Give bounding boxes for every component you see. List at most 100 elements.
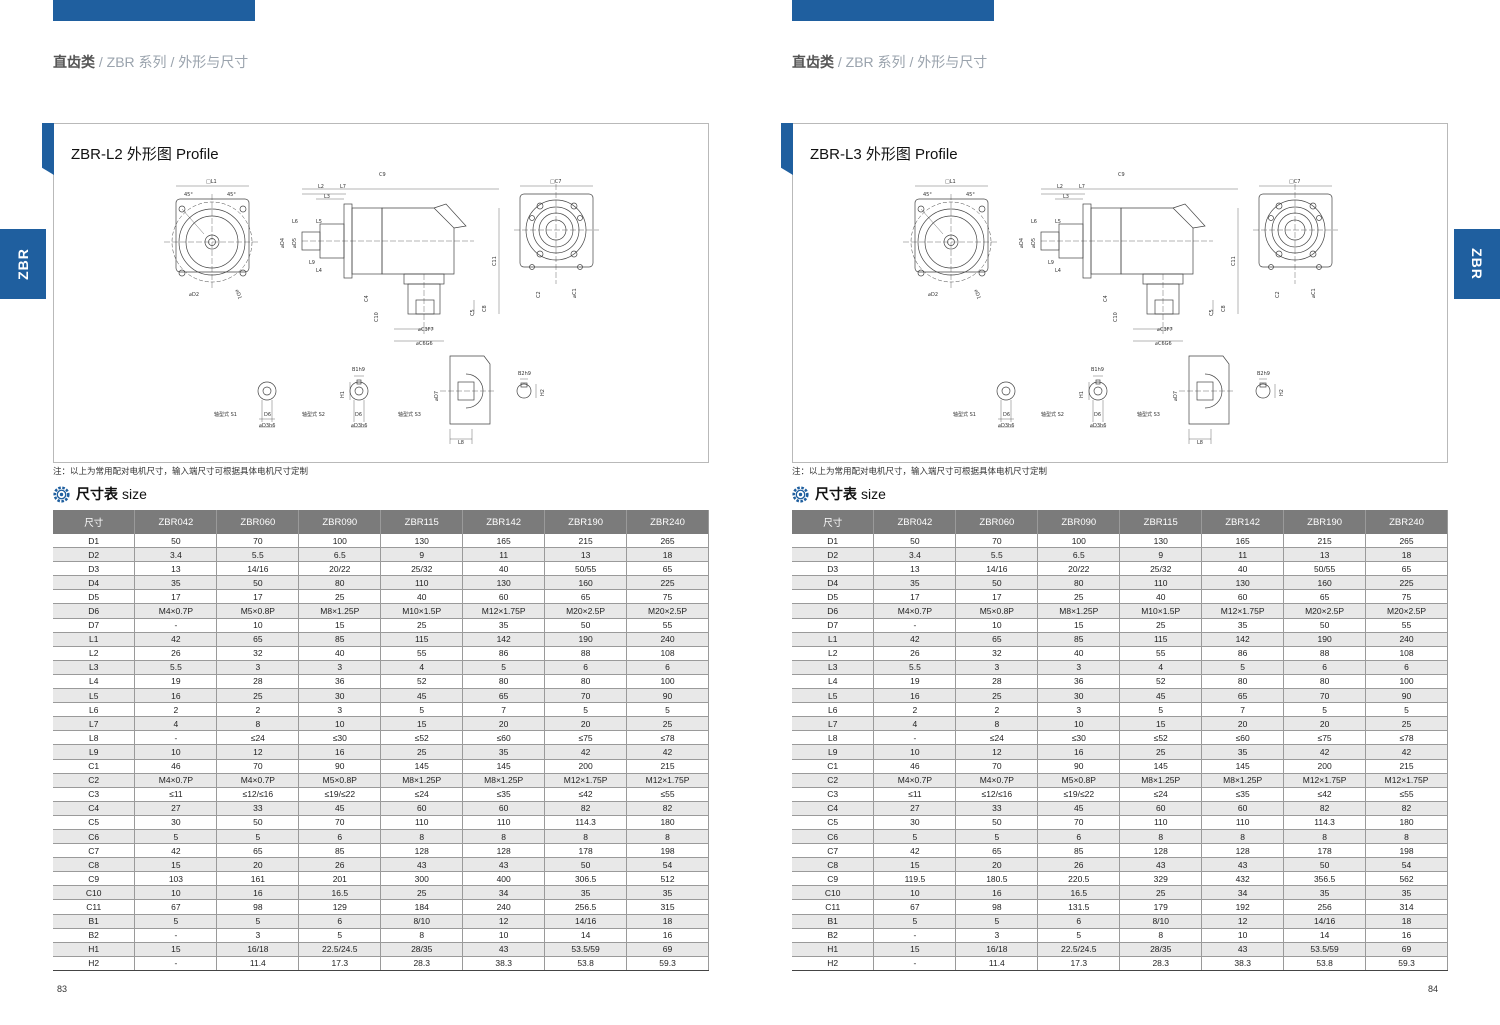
value-cell: 256 xyxy=(1283,899,1367,915)
value-cell: 9 xyxy=(380,547,464,563)
value-cell: 90 xyxy=(298,759,382,774)
value-cell: 215 xyxy=(1365,759,1448,774)
value-cell: 55 xyxy=(1119,646,1203,661)
value-cell: 22.5/24.5 xyxy=(1037,942,1121,957)
value-cell: 80 xyxy=(1037,575,1121,591)
value-cell: 60 xyxy=(462,589,546,605)
value-cell: 14 xyxy=(1283,928,1367,943)
label-d3-s1: ⌀D3h6 xyxy=(259,423,275,429)
value-cell: 70 xyxy=(298,815,382,830)
breadcrumb-series: ZBR 系列 xyxy=(845,54,906,70)
table-row: L8-≤24≤30≤52≤60≤75≤78 xyxy=(53,730,709,746)
value-cell: 14/16 xyxy=(1283,914,1367,929)
value-cell: 129 xyxy=(298,899,382,915)
row-label-cell: L8 xyxy=(53,730,136,746)
value-cell: 306.5 xyxy=(544,871,628,887)
value-cell: 180 xyxy=(1365,815,1448,830)
value-cell: 55 xyxy=(380,646,464,661)
value-cell: 18 xyxy=(1365,547,1448,563)
value-cell: 17 xyxy=(216,589,300,605)
value-cell: M5×0.8P xyxy=(298,773,382,788)
shaft-s1-view: 轴型式 S1 D6 ⌀D3h6 xyxy=(953,381,1016,429)
label-c5: C5 xyxy=(470,309,476,316)
value-cell: 42 xyxy=(873,632,957,647)
label-h1: H1 xyxy=(1079,391,1085,398)
label-l4: L4 xyxy=(316,268,322,274)
value-cell: 70 xyxy=(955,759,1039,774)
column-header: ZBR090 xyxy=(1037,510,1121,534)
value-cell: - xyxy=(134,956,218,971)
value-cell: 22.5/24.5 xyxy=(298,942,382,957)
value-cell: 85 xyxy=(1037,843,1121,859)
value-cell: 165 xyxy=(1201,534,1285,549)
value-cell: 16.5 xyxy=(1037,885,1121,901)
value-cell: 225 xyxy=(626,575,709,591)
value-cell: 300 xyxy=(380,871,464,887)
column-header: ZBR142 xyxy=(1201,510,1285,534)
value-cell: 26 xyxy=(1037,857,1121,873)
value-cell: 145 xyxy=(1201,759,1285,774)
side-tab: ZBR xyxy=(1454,229,1500,299)
value-cell: 38.3 xyxy=(462,956,546,971)
row-label-cell: L4 xyxy=(53,674,136,690)
row-label-cell: L3 xyxy=(53,660,136,675)
value-cell: 265 xyxy=(626,534,709,549)
value-cell: 28.3 xyxy=(380,956,464,971)
value-cell: M8×1.25P xyxy=(298,603,382,619)
value-cell: 65 xyxy=(1201,688,1285,704)
value-cell: 10 xyxy=(134,885,218,901)
value-cell: 16 xyxy=(1365,928,1448,943)
value-cell: 90 xyxy=(1365,688,1448,704)
value-cell: 110 xyxy=(380,575,464,591)
value-cell: ≤55 xyxy=(626,787,709,802)
value-cell: 33 xyxy=(955,801,1039,816)
value-cell: 69 xyxy=(1365,942,1448,957)
value-cell: 15 xyxy=(134,857,218,873)
value-cell: 130 xyxy=(462,575,546,591)
value-cell: 5 xyxy=(626,702,709,718)
breadcrumb: 直齿类 / ZBR 系列 / 外形与尺寸 xyxy=(53,52,248,72)
panel-accent xyxy=(781,123,793,175)
label-l5: L5 xyxy=(316,219,322,225)
row-label-cell: B1 xyxy=(53,914,136,929)
value-cell: 40 xyxy=(1119,589,1203,605)
value-cell: 5 xyxy=(1119,702,1203,718)
label-c2: C2 xyxy=(536,291,542,298)
value-cell: 82 xyxy=(1283,801,1367,816)
value-cell: 54 xyxy=(626,857,709,873)
row-label-cell: C7 xyxy=(53,843,136,859)
row-label-cell: L5 xyxy=(792,688,875,704)
value-cell: 8 xyxy=(1365,829,1448,845)
value-cell: 43 xyxy=(462,857,546,873)
label-h1: H1 xyxy=(340,391,346,398)
size-heading: 尺寸表 size xyxy=(53,484,147,504)
value-cell: 6 xyxy=(626,660,709,675)
value-cell: 90 xyxy=(626,688,709,704)
value-cell: 3 xyxy=(1037,660,1121,675)
front-view: □L1 45° 45° ⌀D2 ⌀D1 xyxy=(164,179,260,300)
value-cell: 35 xyxy=(544,885,628,901)
label-d7: ⌀D7 xyxy=(1173,391,1179,401)
value-cell: 50 xyxy=(955,575,1039,591)
value-cell: 70 xyxy=(216,534,300,549)
value-cell: 50 xyxy=(216,575,300,591)
value-cell: 432 xyxy=(1201,871,1285,887)
value-cell: 35 xyxy=(462,618,546,633)
label-d3-s2: ⌀D3h6 xyxy=(1090,423,1106,429)
value-cell: M8×1.25P xyxy=(1201,773,1285,788)
value-cell: 240 xyxy=(1365,632,1448,647)
value-cell: 16 xyxy=(298,744,382,760)
value-cell: 5 xyxy=(134,829,218,845)
value-cell: 3 xyxy=(955,928,1039,943)
row-label-cell: C2 xyxy=(792,773,875,788)
value-cell: 25 xyxy=(298,589,382,605)
value-cell: 5.5 xyxy=(216,547,300,563)
